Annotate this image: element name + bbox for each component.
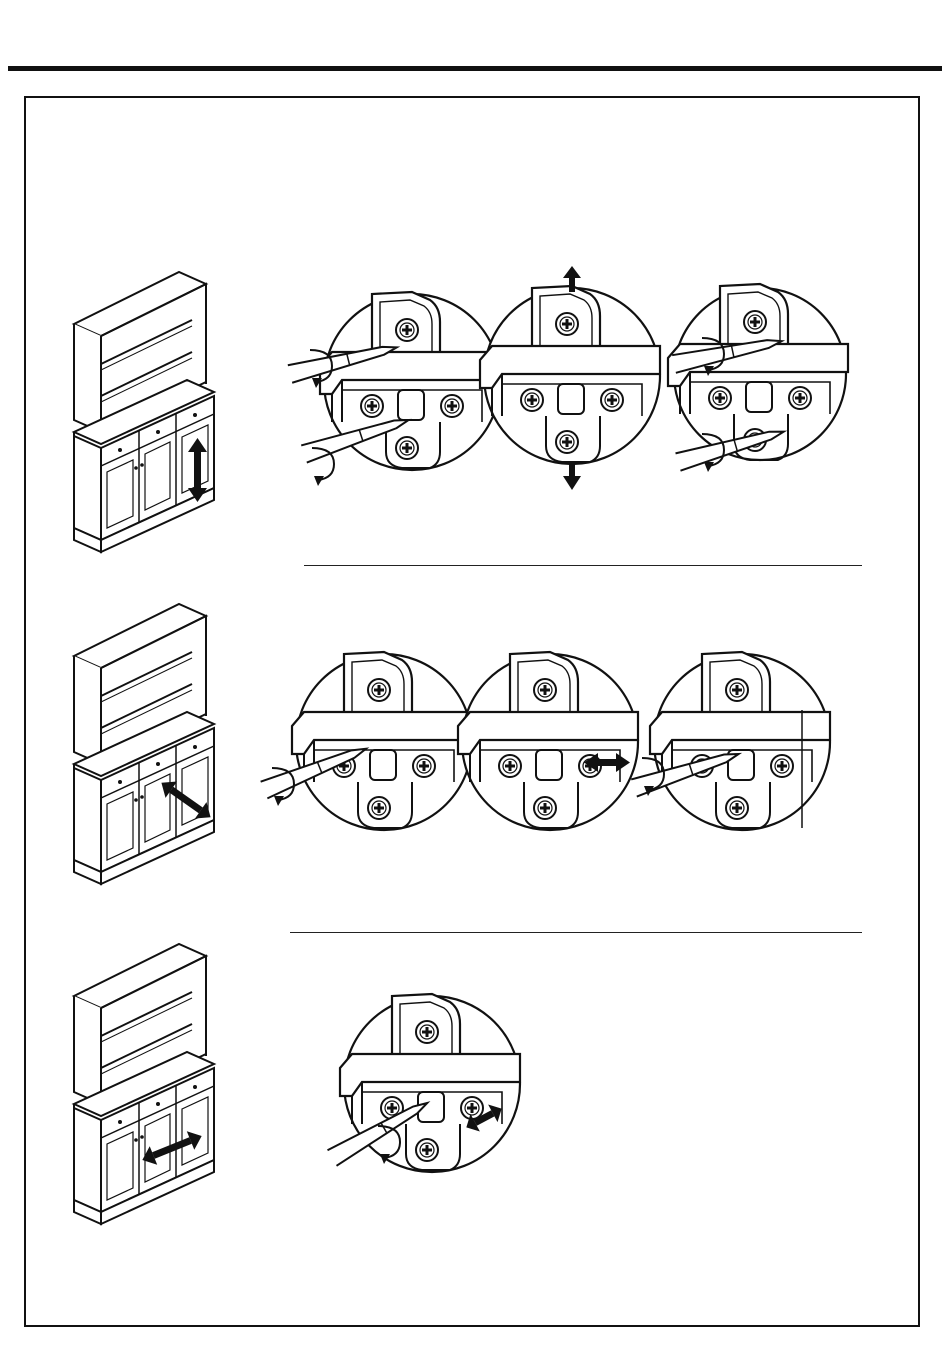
tighten-front-screw-detail: [631, 652, 830, 830]
turn-front-screw-detail: [261, 652, 472, 830]
turn-side-screw-detail: [328, 994, 521, 1172]
down-arrow-icon: [563, 464, 581, 490]
step-divider-1: [304, 565, 862, 566]
move-hinge-in-out-detail: [458, 652, 638, 830]
step3-details: [338, 990, 538, 1190]
tighten-screws-detail: [668, 284, 848, 472]
cabinet-illustration-1: [70, 268, 220, 558]
cabinet-illustration-3: [70, 940, 220, 1230]
header-rule: [8, 66, 942, 71]
step1-details: [282, 264, 872, 504]
move-hinge-up-down-detail: [480, 266, 660, 490]
loosen-screws-detail: [288, 292, 500, 486]
cabinet-illustration-2: [70, 600, 220, 890]
step2-details: [262, 640, 852, 840]
step-divider-2: [290, 932, 862, 933]
